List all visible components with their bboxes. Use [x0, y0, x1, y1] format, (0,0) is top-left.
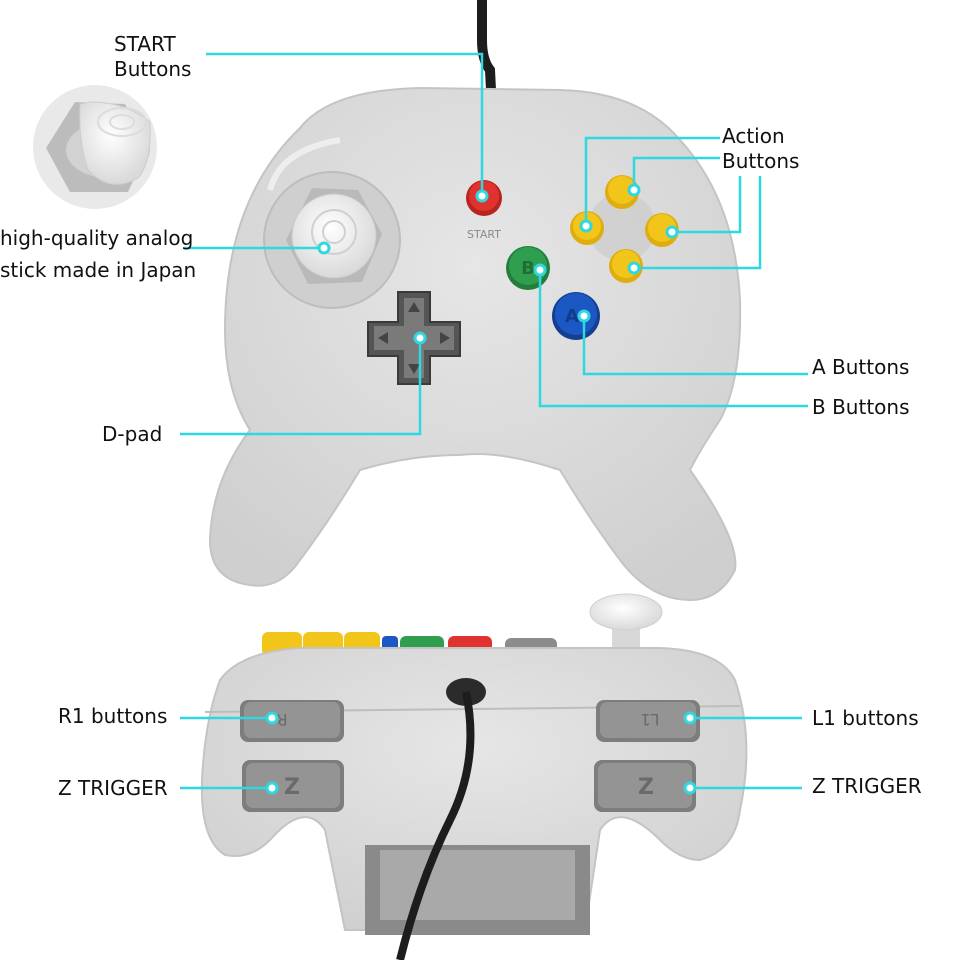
z-trigger-left-label: Z TRIGGER: [58, 776, 168, 800]
l1-button: [596, 700, 700, 742]
leader-action-2: [632, 156, 720, 190]
leader-lines: [180, 52, 808, 790]
a-buttons-label: A Buttons: [812, 355, 910, 379]
action-label-line2: Buttons: [722, 149, 800, 173]
leader-action-1: [584, 136, 720, 226]
analog-stick: [263, 171, 401, 309]
analog-stick-inset: [33, 85, 157, 209]
leader-action-3: [672, 176, 742, 234]
top-controller-body: [208, 86, 742, 602]
dpad-label: D-pad: [102, 422, 163, 446]
r1-silkscreen: R: [276, 710, 287, 729]
action-label-line1: Action: [722, 124, 785, 148]
b-buttons-label: B Buttons: [812, 395, 910, 419]
start-label-line2: Buttons: [114, 57, 192, 81]
b-button-letter: B: [521, 258, 535, 279]
l1-buttons-label: L1 buttons: [812, 706, 919, 730]
z-trigger-left: [242, 760, 344, 812]
z-right-silkscreen: Z: [638, 775, 654, 800]
start-silkscreen: START: [467, 228, 501, 241]
analog-label-line1: high-quality analog: [0, 226, 194, 250]
leader-start: [206, 52, 484, 196]
leader-b: [538, 270, 808, 408]
leader-dpad: [180, 338, 422, 436]
l1-silkscreen: L1: [640, 710, 659, 729]
cable-bottom: [396, 678, 486, 961]
z-trigger-right-label: Z TRIGGER: [812, 774, 922, 798]
r1-buttons-label: R1 buttons: [58, 704, 168, 728]
action-buttons-label: Action Buttons: [722, 124, 799, 174]
start-label-line1: START: [114, 32, 176, 56]
z-left-silkscreen: Z: [284, 775, 300, 800]
start-buttons-label: START Buttons: [114, 32, 191, 82]
leader-a: [582, 316, 808, 376]
z-trigger-right: [594, 760, 696, 812]
analog-stick-label: high-quality analog stick made in Japan: [0, 222, 196, 286]
c-button-letter: C: [616, 218, 629, 239]
leader-dots: [265, 183, 697, 795]
analog-label-line2: stick made in Japan: [0, 258, 197, 282]
r1-button: [240, 700, 344, 742]
a-button: [552, 292, 600, 340]
a-button-letter: A: [565, 306, 579, 327]
leader-action-4: [634, 176, 762, 270]
cable-top: [477, 0, 497, 111]
